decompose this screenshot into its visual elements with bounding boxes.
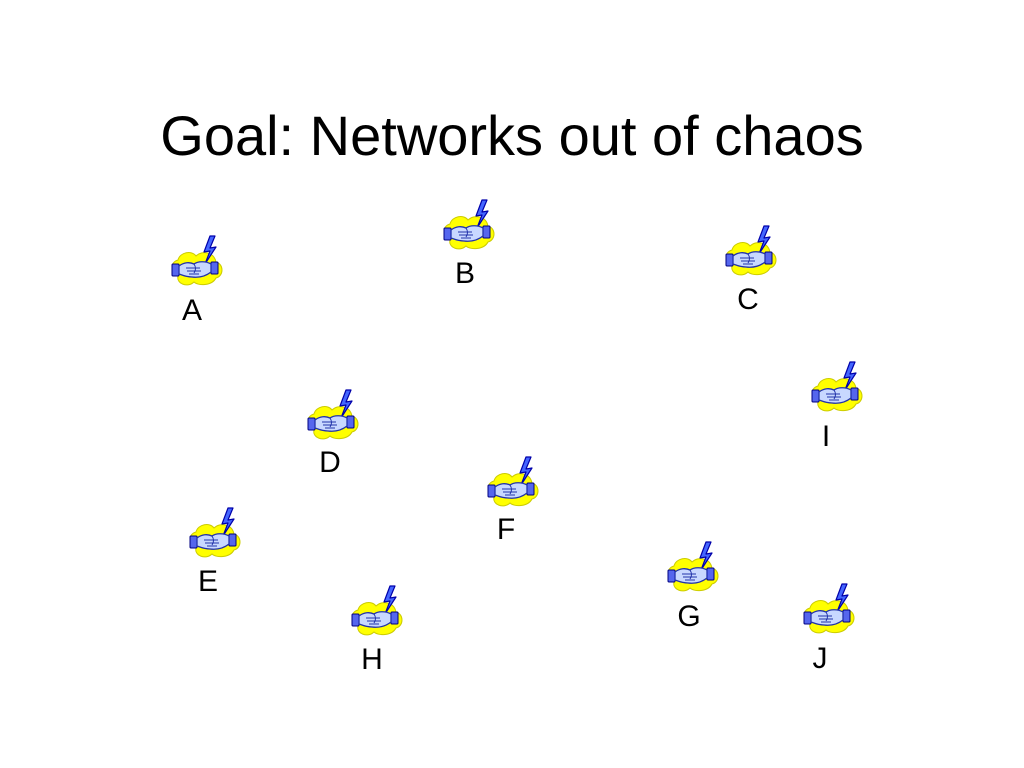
- node-label-g: G: [677, 600, 701, 633]
- handshake-lightning-icon: [171, 235, 223, 286]
- handshake-lightning-icon: [307, 389, 359, 440]
- node-label-j: J: [812, 642, 828, 675]
- node-label-i: I: [821, 420, 831, 453]
- node-label-e: E: [197, 565, 218, 598]
- handshake-lightning-icon: [189, 507, 241, 558]
- node-label-h: H: [361, 643, 383, 676]
- node-e: [184, 504, 244, 566]
- handshake-lightning-icon: [443, 199, 495, 250]
- node-c: [720, 222, 780, 284]
- node-b: [438, 196, 498, 258]
- node-d: [302, 386, 362, 448]
- handshake-lightning-icon: [351, 585, 403, 636]
- handshake-lightning-icon: [811, 361, 863, 412]
- handshake-lightning-icon: [725, 225, 777, 276]
- node-label-c: C: [737, 283, 759, 316]
- handshake-lightning-icon: [487, 456, 539, 507]
- node-label-b: B: [454, 257, 475, 290]
- handshake-lightning-icon: [667, 541, 719, 592]
- slide-title: Goal: Networks out of chaos: [160, 104, 864, 167]
- node-label-d: D: [319, 446, 341, 479]
- node-h: [346, 582, 406, 644]
- node-a: [166, 232, 226, 294]
- node-j: [798, 580, 858, 642]
- node-f: [482, 453, 542, 515]
- node-i: [806, 358, 866, 420]
- node-g: [662, 538, 722, 600]
- handshake-lightning-icon: [803, 583, 855, 634]
- node-label-f: F: [496, 513, 516, 546]
- node-label-a: A: [181, 294, 202, 327]
